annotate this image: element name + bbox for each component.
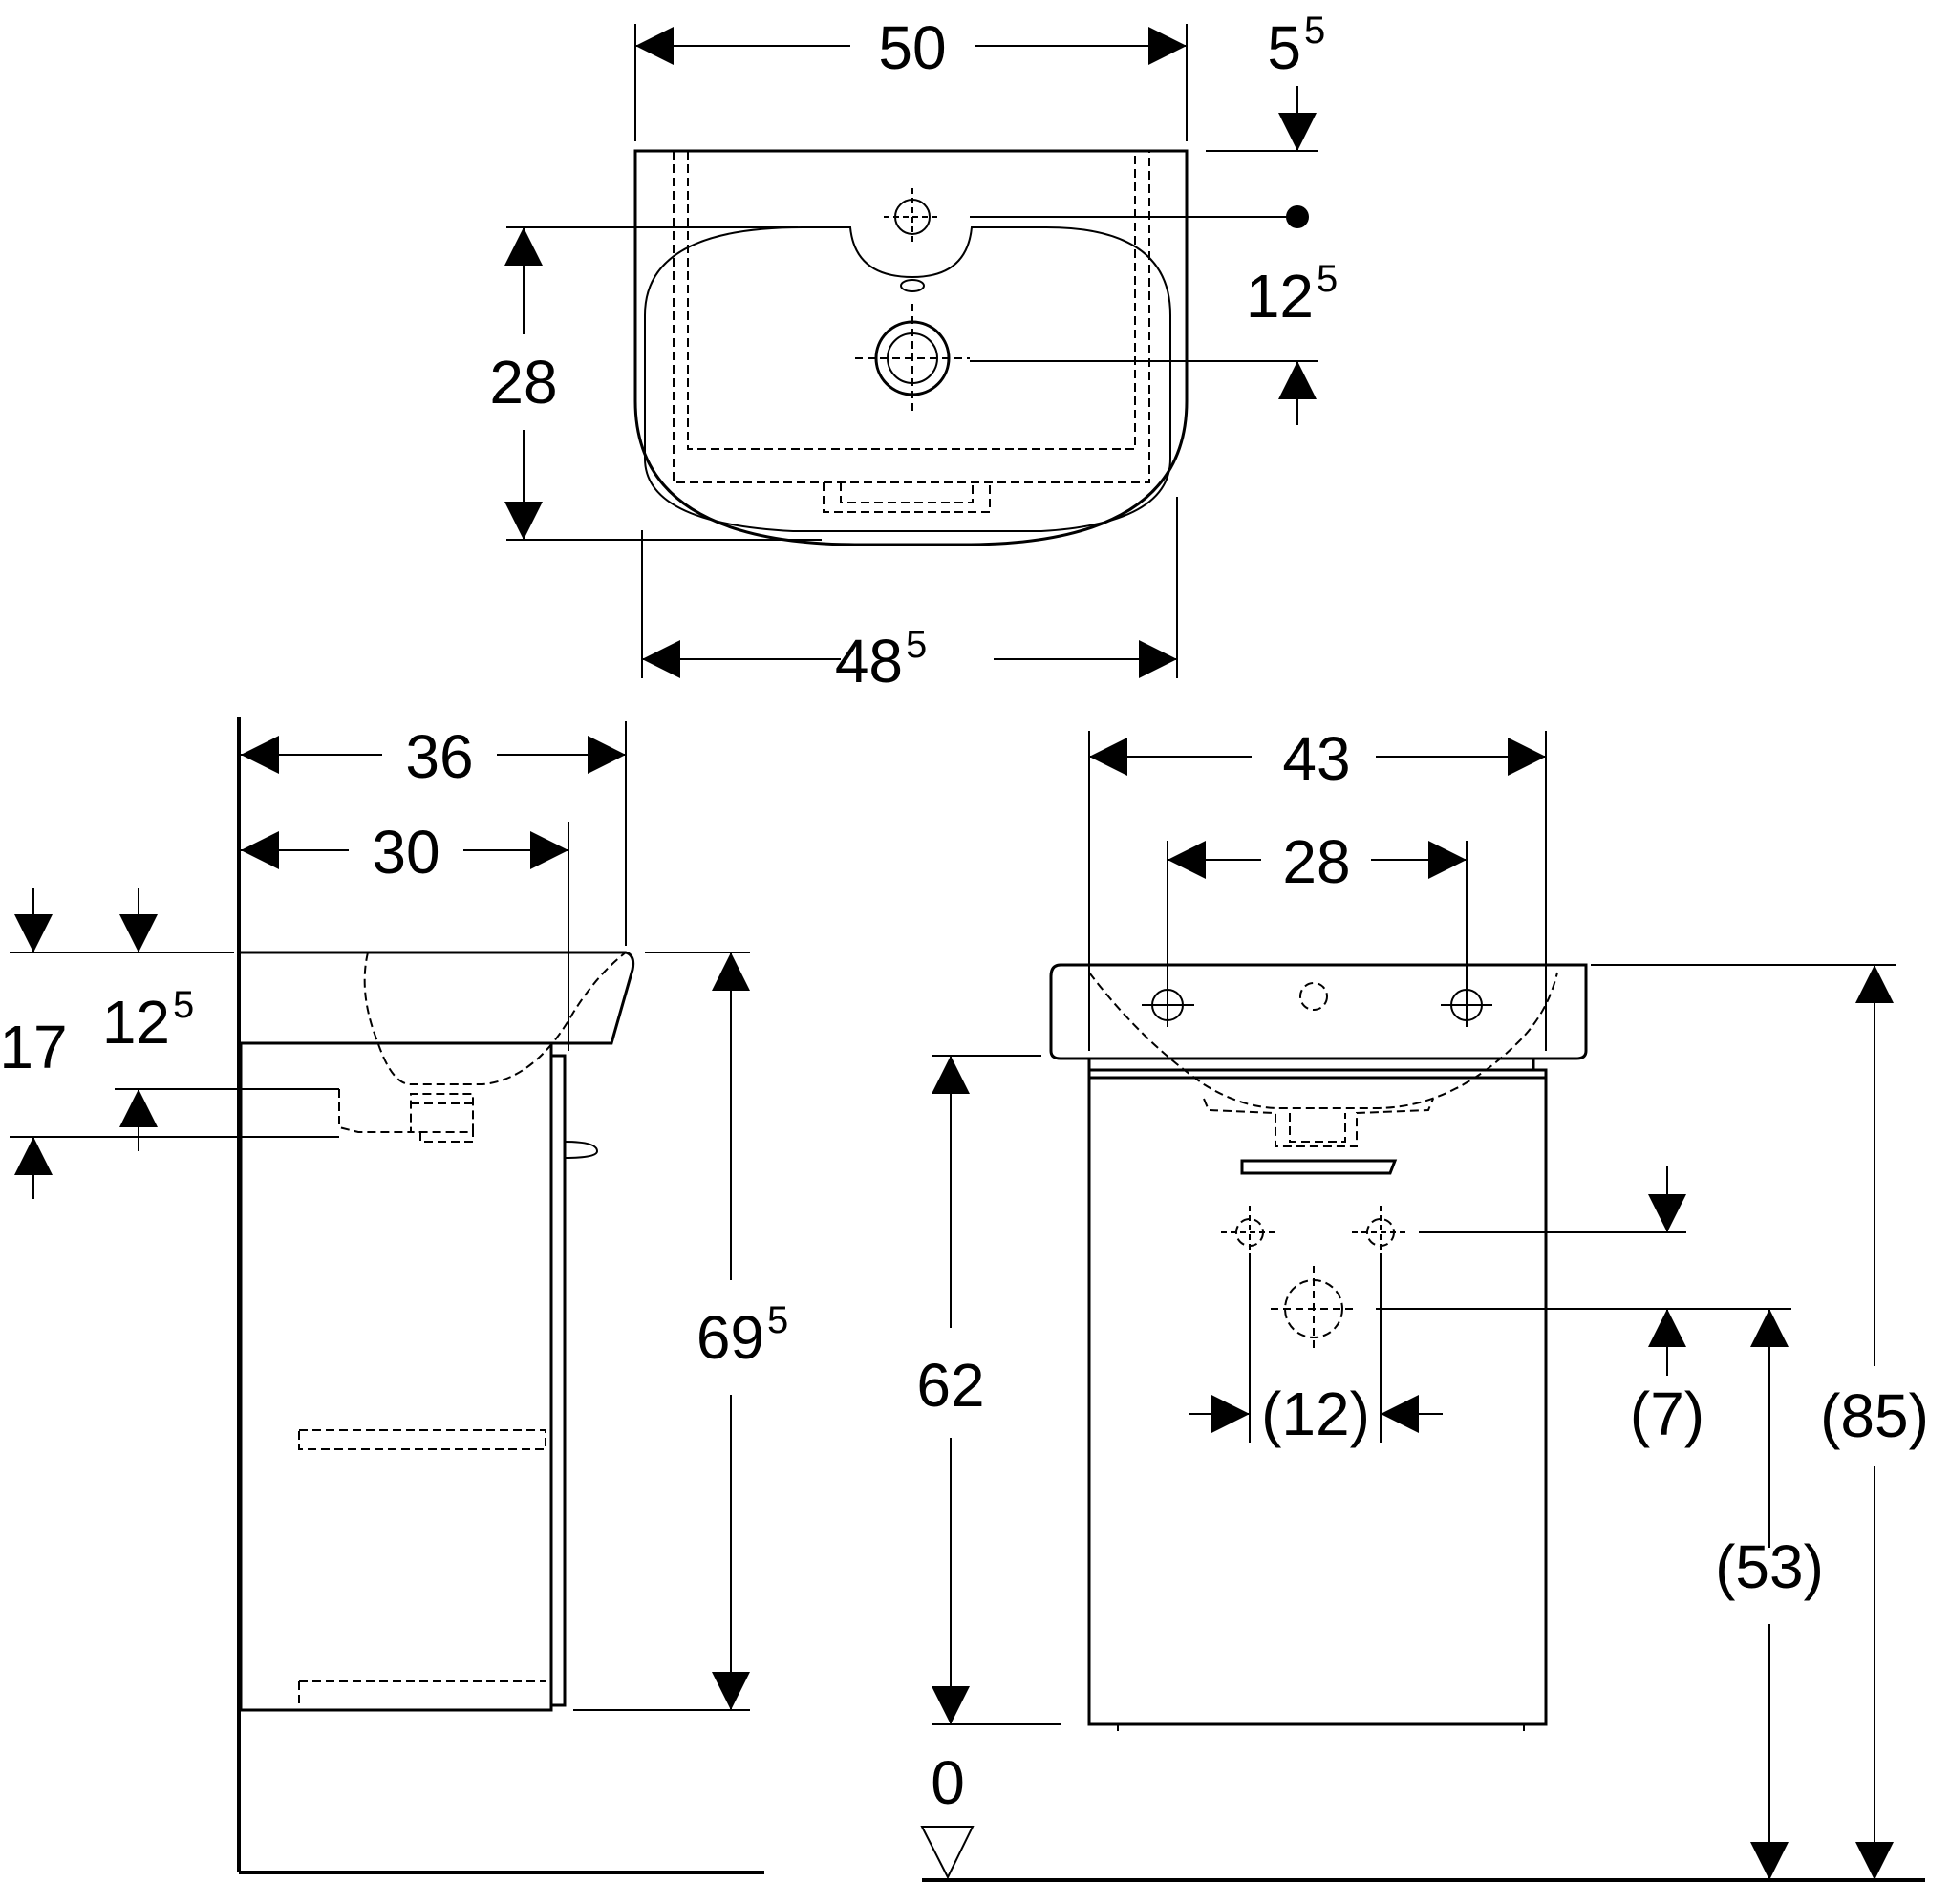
dim-front-tap-spacing: 28 bbox=[1282, 827, 1350, 896]
side-siphon-dashed bbox=[338, 1089, 478, 1143]
drain-icon bbox=[855, 304, 970, 413]
dim-side-height-17: 17 bbox=[0, 1013, 68, 1081]
dim-front-width: 43 bbox=[1282, 724, 1350, 793]
front-pipe-right-icon bbox=[1352, 1206, 1409, 1259]
floor-level-marker-icon bbox=[920, 1826, 975, 1880]
side-basin-outline bbox=[241, 951, 635, 1045]
dim-side-bowl: 12 bbox=[102, 988, 170, 1057]
top-bowl-outline bbox=[644, 226, 1171, 532]
side-cabinet bbox=[239, 1041, 553, 1712]
dim-side-height-sup: 5 bbox=[767, 1299, 788, 1341]
front-tap-left-icon bbox=[1142, 984, 1194, 1027]
floor-level-label: 0 bbox=[931, 1748, 965, 1817]
top-cabinet-dashed bbox=[673, 151, 1150, 483]
dim-front-pipe-spacing: (12) bbox=[1261, 1380, 1370, 1448]
dim-top-basin-width-sup: 5 bbox=[906, 624, 927, 666]
dim-top-depth: 28 bbox=[489, 348, 557, 417]
front-basin-outline bbox=[1049, 963, 1588, 1060]
dim-front-cabinet-height: 62 bbox=[916, 1351, 984, 1420]
dim-side-depth-total: 36 bbox=[405, 722, 473, 791]
dim-side-bowl-sup: 5 bbox=[173, 984, 194, 1026]
dim-front-total-height: (85) bbox=[1820, 1381, 1929, 1450]
top-view: 50 5 5 12 5 28 48 5 bbox=[489, 10, 1338, 695]
dim-front-drain-height: (53) bbox=[1715, 1532, 1824, 1601]
front-handle bbox=[1240, 1159, 1398, 1175]
dim-top-basin-width: 48 bbox=[835, 627, 903, 695]
side-bottom-dashed bbox=[298, 1680, 546, 1705]
dim-top-wall-gap-sup: 5 bbox=[1304, 10, 1325, 52]
front-drain-pipe-icon bbox=[1271, 1266, 1357, 1352]
dim-top-width: 50 bbox=[878, 13, 946, 82]
dim-side-depth-cabinet: 30 bbox=[372, 818, 439, 887]
side-door bbox=[549, 1054, 567, 1707]
dim-top-wall-gap: 5 bbox=[1267, 13, 1301, 82]
front-bowl-dashed bbox=[1088, 972, 1558, 1109]
front-view: 43 28 62 (12) (7) (53) (85) 0 bbox=[916, 724, 1929, 1882]
side-bowl-dashed bbox=[363, 952, 627, 1085]
dim-front-pipe-offset: (7) bbox=[1630, 1380, 1704, 1448]
side-handle bbox=[564, 1141, 599, 1159]
top-drawer-dashed bbox=[823, 482, 991, 513]
front-cabinet bbox=[1087, 1068, 1548, 1726]
front-tap-right-icon bbox=[1441, 984, 1492, 1027]
dim-top-tap-offset: 12 bbox=[1246, 262, 1314, 331]
side-view: 36 30 17 12 5 69 5 bbox=[0, 717, 788, 1874]
tap-hole-icon bbox=[884, 188, 941, 292]
front-tap-center-icon bbox=[1299, 982, 1328, 1011]
dim-side-height: 69 bbox=[696, 1303, 764, 1372]
front-pipe-left-icon bbox=[1221, 1206, 1278, 1259]
top-basin-outline bbox=[633, 149, 1189, 546]
front-siphon-dashed bbox=[1203, 1098, 1434, 1147]
dim-top-tap-offset-sup: 5 bbox=[1317, 258, 1338, 300]
side-shelf-dashed bbox=[298, 1429, 546, 1450]
